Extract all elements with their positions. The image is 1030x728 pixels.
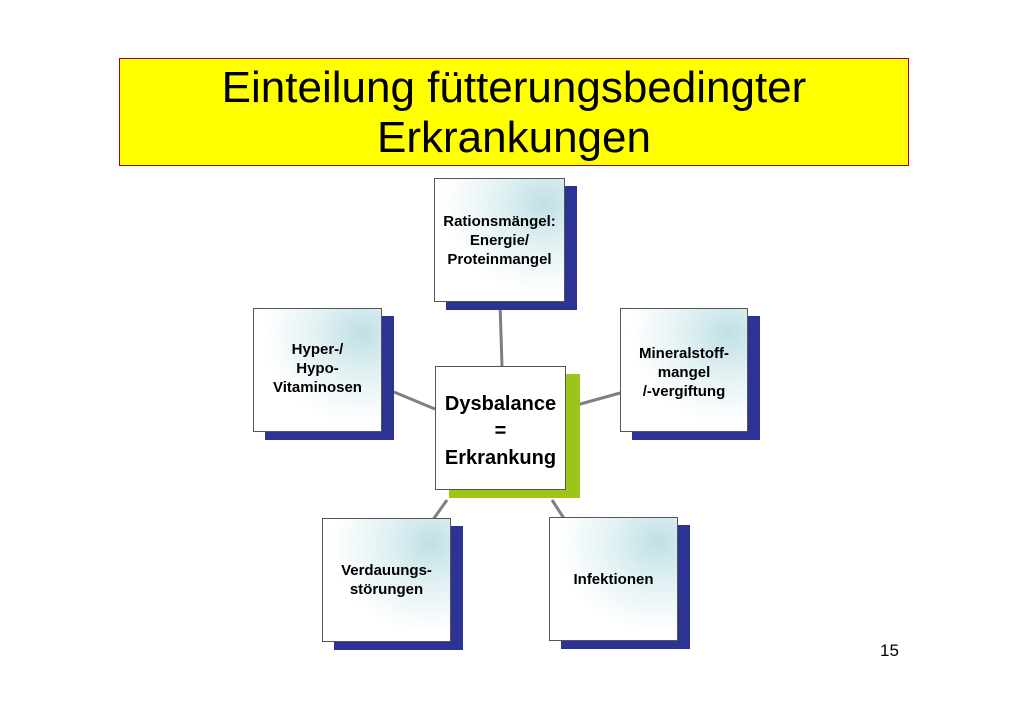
- node-label-line: störungen: [349, 581, 424, 598]
- node-infektionen-label: Infektionen: [549, 570, 678, 589]
- node-face: [434, 178, 565, 302]
- title-box: Einteilung fütterungsbedingter Erkrankun…: [119, 58, 909, 166]
- node-verdauung: Verdauungs- störungen: [322, 518, 463, 650]
- connector-bottom-right: [550, 499, 567, 521]
- node-label-line: mangel: [657, 364, 711, 381]
- node-label-line: Mineralstoff-: [639, 345, 729, 362]
- node-label-line: Energie/: [469, 232, 530, 249]
- node-label-line: =: [494, 420, 507, 442]
- node-label-line: Infektionen: [573, 571, 654, 588]
- node-mineralstoff: Mineralstoff- mangel /-vergiftung: [620, 308, 760, 440]
- connector-left: [393, 390, 436, 411]
- node-label-line: /-vergiftung: [642, 383, 726, 400]
- node-vitaminosen-label: Hyper-/ Hypo- Vitaminosen: [253, 340, 382, 397]
- connector-bottom-left: [430, 499, 449, 522]
- node-label-line: Verdauungs-: [341, 562, 432, 579]
- node-face: [549, 517, 678, 641]
- node-label-line: Vitaminosen: [273, 379, 362, 396]
- node-face: [435, 366, 566, 490]
- slide-title-line-2: Erkrankungen: [377, 113, 651, 162]
- node-mineralstoff-label: Mineralstoff- mangel /-vergiftung: [620, 344, 748, 401]
- node-face: [322, 518, 451, 642]
- connector-top: [498, 302, 504, 367]
- slide-title-line-1: Einteilung fütterungsbedingter: [221, 63, 807, 112]
- node-face: [253, 308, 382, 432]
- node-label-line: Erkrankung: [444, 447, 557, 469]
- node-label-line: Hyper-/: [291, 341, 344, 358]
- node-label-line: Hypo-: [296, 360, 339, 377]
- node-label-line: Rationsmängel:: [443, 213, 556, 230]
- node-rationsmaengel: Rationsmängel: Energie/ Proteinmangel: [434, 178, 577, 310]
- node-verdauung-label: Verdauungs- störungen: [322, 561, 451, 599]
- node-face: [620, 308, 748, 432]
- node-label-line: Proteinmangel: [447, 251, 552, 268]
- node-center-dysbalance: Dysbalance = Erkrankung: [435, 366, 580, 498]
- node-infektionen: Infektionen: [549, 517, 690, 649]
- page-number: 15: [880, 641, 899, 660]
- node-label-line: Dysbalance: [444, 393, 557, 415]
- node-center-label: Dysbalance = Erkrankung: [435, 391, 566, 472]
- node-rationsmaengel-label: Rationsmängel: Energie/ Proteinmangel: [434, 212, 565, 269]
- node-vitaminosen: Hyper-/ Hypo- Vitaminosen: [253, 308, 394, 440]
